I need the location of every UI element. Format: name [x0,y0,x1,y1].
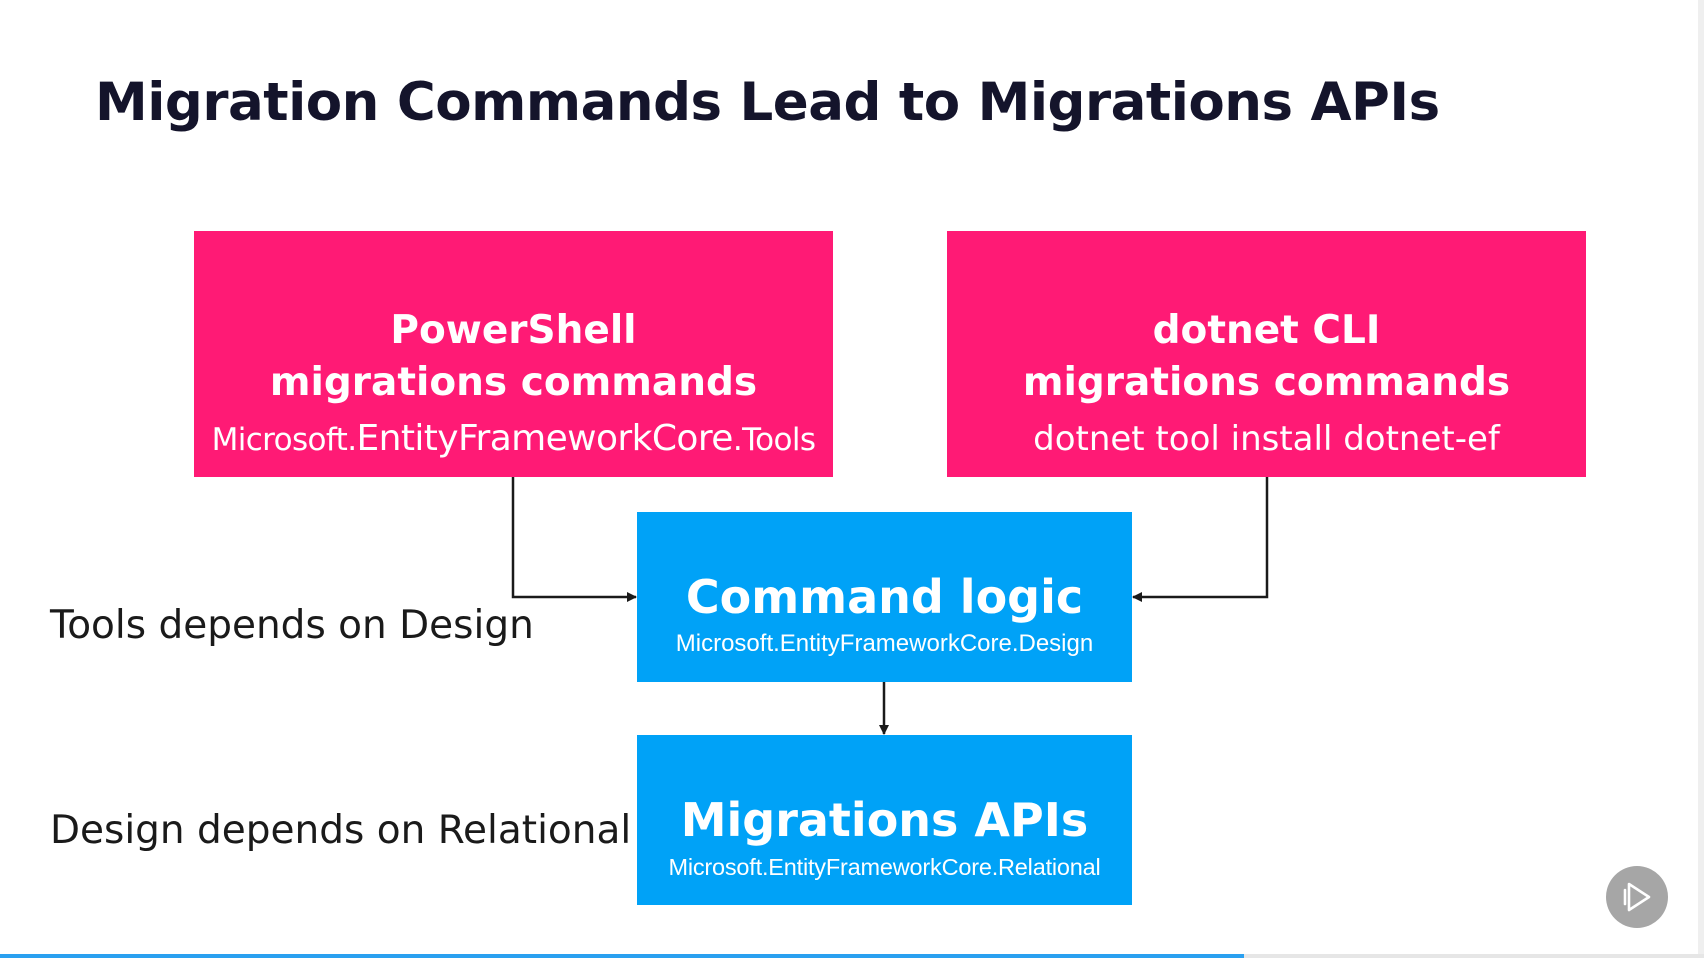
progress-bar[interactable] [0,954,1704,958]
migrations-apis-title: Migrations APIs [680,793,1089,847]
dotnet-title-line2: migrations commands [1022,360,1511,405]
dotnet-title-line1: dotnet CLI [1152,308,1381,353]
powershell-to-command-arrow [511,477,637,602]
play-icon [1623,882,1651,912]
migrations-apis-box: Migrations APIs Microsoft.EntityFramewor… [637,735,1132,905]
powershell-title-line1: PowerShell [390,308,637,353]
command-logic-box: Command logic Microsoft.EntityFrameworkC… [637,512,1132,682]
migrations-apis-package: Microsoft.EntityFrameworkCore.Relational [668,854,1101,880]
powershell-package-suffix: .Tools [732,422,816,458]
dotnet-cli-commands-box: dotnet CLI migrations commands dotnet to… [947,231,1586,477]
command-logic-title: Command logic [685,570,1084,624]
right-edge-bar [1698,0,1704,958]
powershell-title-line2: migrations commands [269,360,758,405]
powershell-package-prefix: Microsoft. [211,422,358,458]
powershell-commands-box: PowerShell migrations commands Microsoft… [194,231,833,477]
play-button[interactable] [1606,866,1668,928]
slide-title: Migration Commands Lead to Migrations AP… [95,72,1440,133]
design-depends-label: Design depends on Relational [50,808,632,853]
progress-bar-fill [0,954,1244,958]
powershell-package-middle: EntityFrameworkCore [356,418,734,459]
dotnet-install-command: dotnet tool install dotnet-ef [1033,419,1500,459]
powershell-package-name: Microsoft.EntityFrameworkCore.Tools [212,419,816,460]
command-logic-package: Microsoft.EntityFrameworkCore.Design [675,630,1094,657]
tools-depends-label: Tools depends on Design [50,603,534,648]
dotnet-to-command-arrow [1132,477,1269,602]
